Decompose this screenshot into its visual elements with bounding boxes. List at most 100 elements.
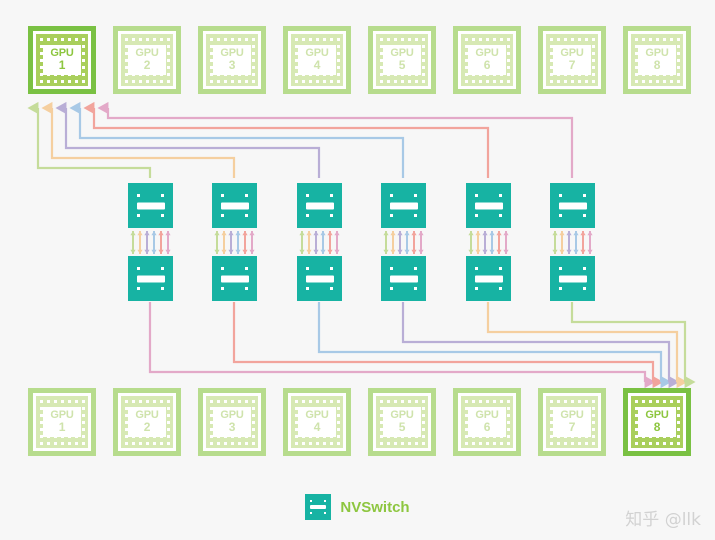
- nvswitch-port-dot: [221, 194, 224, 197]
- gpu-label-backdrop: [468, 407, 506, 437]
- switch-link-arrowhead: [573, 231, 579, 236]
- gpu-label-backdrop: [638, 407, 676, 437]
- switch-link-arrowhead: [320, 249, 326, 254]
- switch-link-arrowhead: [383, 231, 389, 236]
- nvswitch-top-4[interactable]: [381, 183, 426, 228]
- switch-link-arrowhead: [390, 249, 396, 254]
- switch-link-arrowhead: [418, 249, 424, 254]
- nvswitch-bottom-4[interactable]: [381, 256, 426, 301]
- nvswitch-top-5[interactable]: [466, 183, 511, 228]
- nvswitch-bar: [310, 505, 327, 509]
- switch-link-arrowhead: [489, 249, 495, 254]
- nvswitch-port-dot: [475, 287, 478, 290]
- switch-link-arrowhead: [580, 249, 586, 254]
- gpu-label-backdrop: [213, 45, 251, 75]
- nvswitch-port-dot: [499, 214, 502, 217]
- nvswitch-bottom-6[interactable]: [550, 256, 595, 301]
- switch-link-arrowhead: [228, 249, 234, 254]
- nvswitch-bottom-3[interactable]: [297, 256, 342, 301]
- switch-link-arrowhead: [397, 231, 403, 236]
- cable-top-6: [97, 101, 574, 178]
- gpu-label-backdrop: [553, 407, 591, 437]
- switch-link-arrowhead: [130, 231, 136, 236]
- nvswitch-port-dot: [583, 214, 586, 217]
- nvswitch-bar: [474, 202, 503, 209]
- nvswitch-port-dot: [414, 194, 417, 197]
- gpu-label-backdrop: [298, 407, 336, 437]
- switch-link-arrowhead: [235, 231, 241, 236]
- switch-link-arrowhead: [158, 249, 164, 254]
- gpu-number: 2: [143, 58, 151, 73]
- switch-link-arrowhead: [566, 231, 572, 236]
- cable-bot-1: [148, 302, 656, 389]
- switch-link-arrowhead: [151, 231, 157, 236]
- nvswitch-port-dot: [324, 512, 327, 514]
- nvswitch-port-dot: [559, 287, 562, 290]
- switch-link-arrowhead: [475, 231, 481, 236]
- gpu-number: 1: [58, 58, 66, 73]
- nvswitch-port-dot: [306, 194, 309, 197]
- switch-link-arrowhead: [496, 231, 502, 236]
- nvswitch-top-1[interactable]: [128, 183, 173, 228]
- nvswitch-port-dot: [330, 267, 333, 270]
- nvswitch-port-dot: [137, 214, 140, 217]
- switch-link-arrowhead: [228, 231, 234, 236]
- gpu-number: 6: [483, 58, 491, 73]
- nvswitch-bottom-5[interactable]: [466, 256, 511, 301]
- nvswitch-bottom-1[interactable]: [128, 256, 173, 301]
- nvswitch-bottom-2[interactable]: [212, 256, 257, 301]
- switch-link-arrowhead: [221, 231, 227, 236]
- nvswitch-port-dot: [499, 267, 502, 270]
- nvswitch-port-dot: [330, 287, 333, 290]
- switch-link-arrowhead: [165, 249, 171, 254]
- nvswitch-port-dot: [245, 267, 248, 270]
- switch-link-arrowhead: [503, 249, 509, 254]
- gpu-label-backdrop: [468, 45, 506, 75]
- switch-link-arrowhead: [552, 231, 558, 236]
- nvswitch-bar: [305, 275, 334, 282]
- switch-link-arrowhead: [587, 249, 593, 254]
- nvswitch-bar: [389, 275, 418, 282]
- nvswitch-top-3[interactable]: [297, 183, 342, 228]
- gpu-number: 4: [313, 420, 321, 435]
- nvswitch-port-dot: [221, 214, 224, 217]
- nvswitch-port-dot: [414, 214, 417, 217]
- nvswitch-top-6[interactable]: [550, 183, 595, 228]
- nvswitch-bar: [220, 202, 249, 209]
- switch-link-arrowhead: [313, 249, 319, 254]
- nvswitch-port-dot: [475, 214, 478, 217]
- nvswitch-top-2[interactable]: [212, 183, 257, 228]
- gpu-number: 7: [568, 58, 576, 73]
- switch-link-arrowhead: [137, 231, 143, 236]
- gpu-number: 8: [653, 420, 661, 435]
- nvswitch-port-dot: [306, 267, 309, 270]
